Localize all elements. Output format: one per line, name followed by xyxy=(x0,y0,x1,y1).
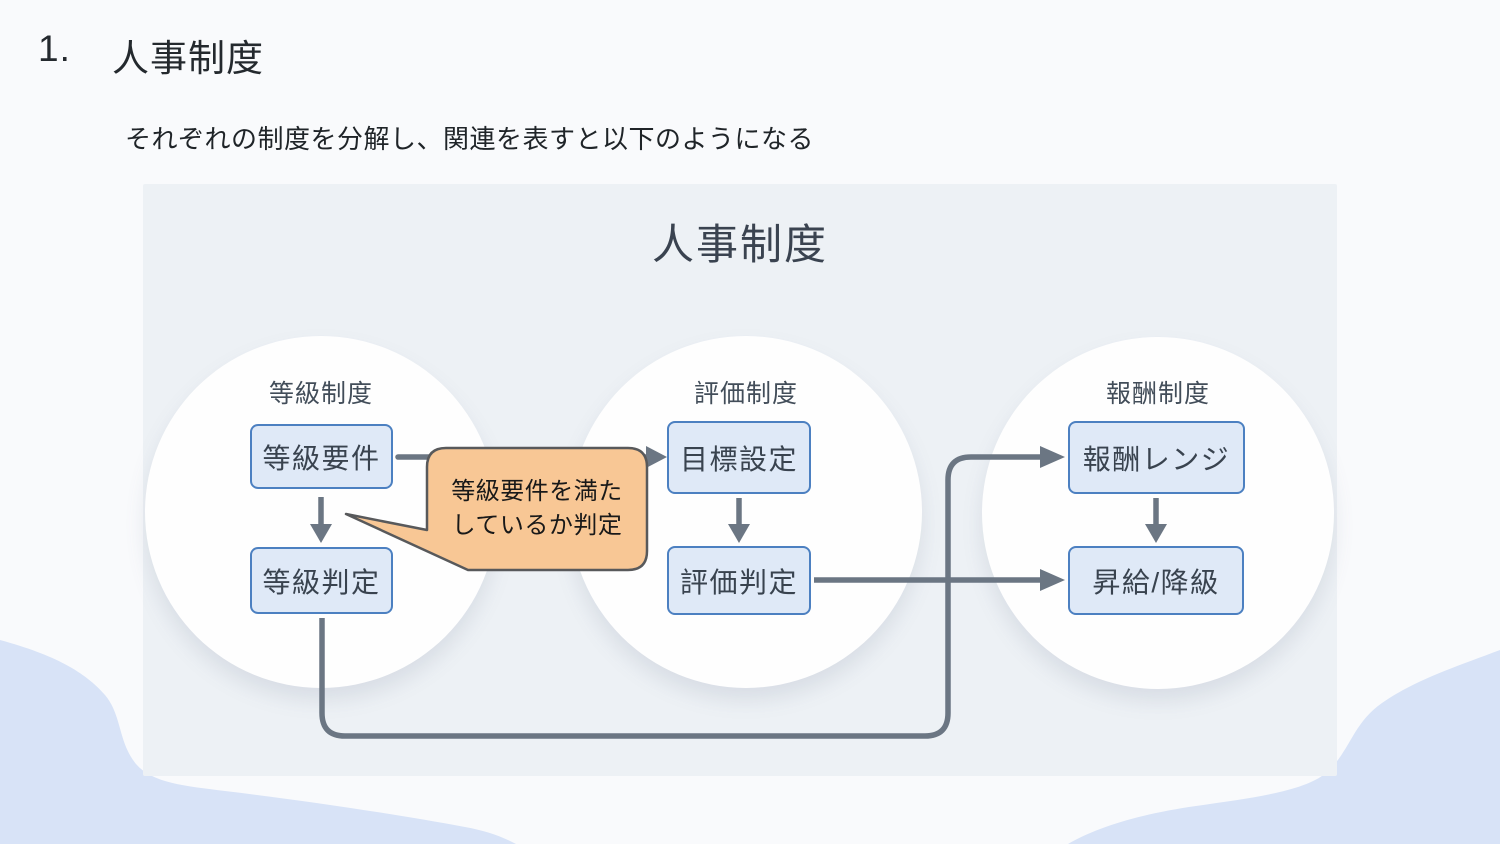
group-label-evaluation-system: 評価制度 xyxy=(693,380,798,408)
box-evaluation-judgment: 評価判定 xyxy=(667,546,811,615)
slide-title-text: 人事制度 xyxy=(112,38,264,79)
box-salary-range: 報酬レンジ xyxy=(1068,421,1245,494)
bottom-left-blob xyxy=(0,640,516,844)
slide-subtitle: それぞれの制度を分解し、関連を表すと以下のようになる xyxy=(125,124,815,154)
group-label-grade-system: 等級制度 xyxy=(268,380,373,408)
group-label-compensation-system: 報酬制度 xyxy=(1105,380,1210,408)
slide-title-number: 1. xyxy=(38,28,71,69)
bottom-right-blob xyxy=(1068,650,1500,844)
callout-label: 等級要件を満た しているか判定 xyxy=(427,449,647,569)
box-grade-judgment: 等級判定 xyxy=(250,547,393,614)
box-grade-requirements: 等級要件 xyxy=(250,424,393,489)
diagram-title: 人事制度 xyxy=(651,221,828,268)
box-raise-demotion: 昇給/降級 xyxy=(1068,546,1244,615)
callout-line-1: 等級要件を満た xyxy=(451,478,623,505)
callout-line-2: しているか判定 xyxy=(451,512,623,539)
box-goal-setting: 目標設定 xyxy=(667,421,811,494)
